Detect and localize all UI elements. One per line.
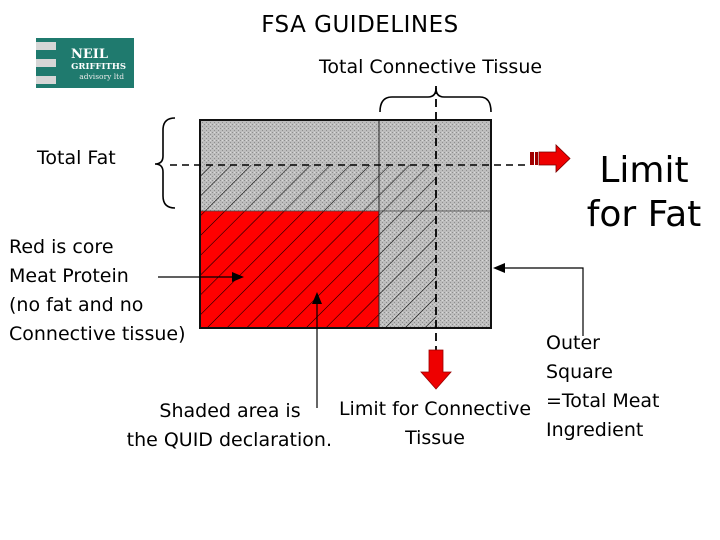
label-shaded-quid: Shaded area is the QUID declaration. — [100, 397, 332, 455]
label-red-core-meat-protein: Red is core Meat Protein (no fat and no … — [9, 233, 185, 349]
outer-square-pointer-line — [500, 267, 584, 336]
red-core-line: Meat Protein — [9, 265, 129, 287]
outer-square-line: =Total Meat — [546, 390, 660, 412]
limit-connective-line: Limit for Connective — [338, 398, 532, 420]
label-limit-connective-tissue: Limit for Connective Tissue — [328, 395, 542, 453]
outer-square-border — [199, 119, 492, 329]
total-fat-brace — [154, 117, 176, 209]
label-outer-square: Outer Square =Total Meat Ingredient — [546, 329, 660, 445]
logo-tab-decoration — [36, 59, 56, 67]
red-core-line: Red is core — [9, 236, 114, 258]
limit-connective-line: Tissue — [405, 427, 465, 449]
outer-square-line: Outer — [546, 332, 600, 354]
label-total-connective-tissue: Total Connective Tissue — [319, 56, 543, 78]
red-core-line: (no fat and no — [9, 294, 144, 316]
logo-tab-decoration — [36, 76, 56, 84]
label-total-fat: Total Fat — [37, 147, 116, 169]
right-arrow-icon — [530, 144, 571, 173]
logo-text-griffiths: GRIFFITHS — [71, 62, 126, 72]
logo-text-neil: NEIL — [70, 47, 108, 62]
outer-square-line: Ingredient — [546, 419, 644, 441]
logo-text-advisory: advisory ltd — [79, 72, 124, 81]
label-limit-for-fat: Limit for Fat — [574, 149, 714, 237]
shaded-area-line: the QUID declaration. — [126, 429, 332, 451]
pointer-arrowhead-icon — [232, 272, 244, 282]
red-core-line: Connective tissue) — [9, 323, 186, 345]
outer-square-line: Square — [546, 361, 613, 383]
slide-title: FSA GUIDELINES — [261, 12, 459, 38]
connective-tissue-brace — [379, 87, 492, 113]
limit-for-fat-line: Limit — [599, 150, 689, 191]
company-logo: NEIL GRIFFITHS advisory ltd — [36, 38, 134, 88]
limit-for-fat-line: for Fat — [586, 194, 702, 235]
logo-tab-decoration — [36, 42, 56, 50]
down-arrow-icon — [420, 349, 452, 390]
pointer-arrowhead-icon — [312, 292, 322, 304]
pointer-arrowhead-icon — [493, 263, 505, 273]
shaded-area-line: Shaded area is — [159, 400, 301, 422]
